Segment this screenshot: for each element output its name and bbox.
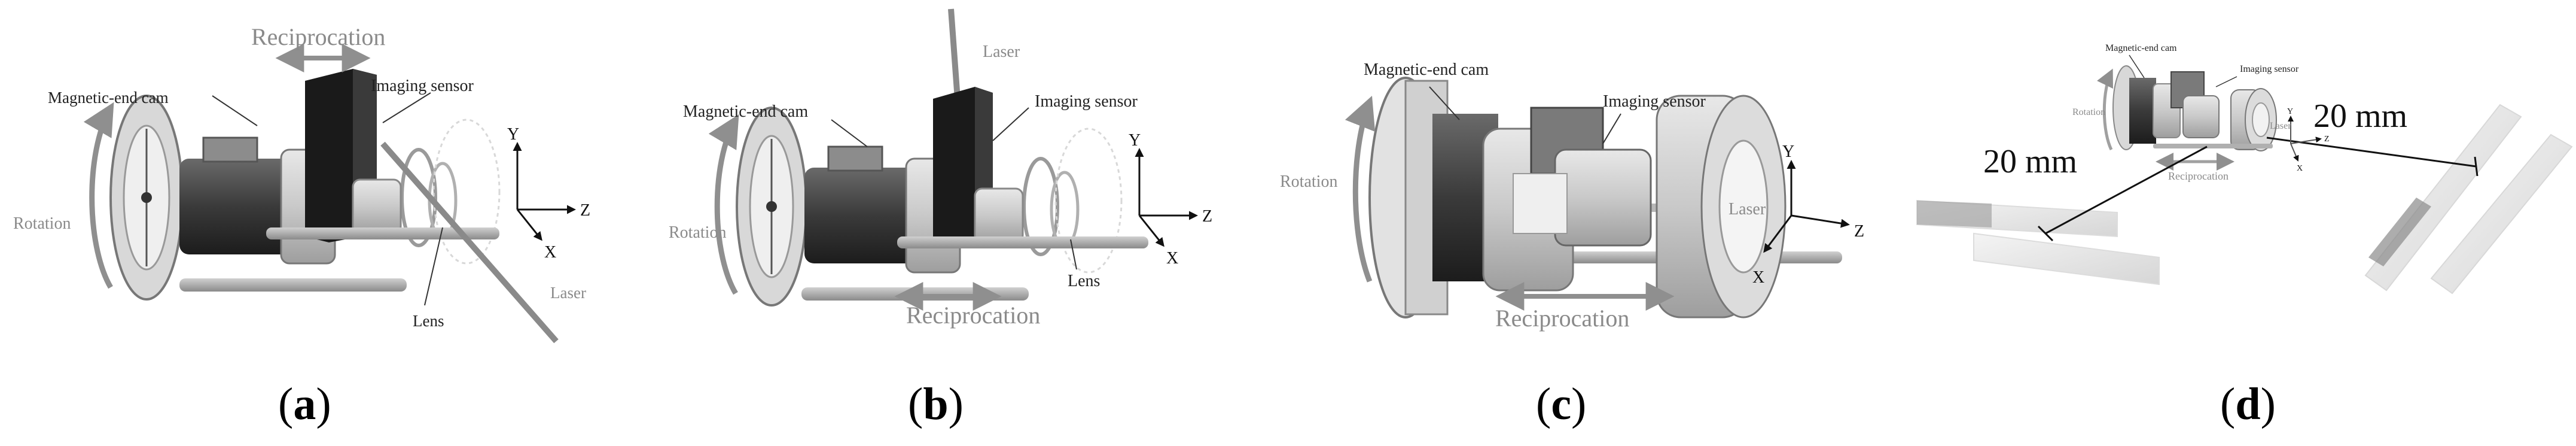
- label-sensor-a: Imaging sensor: [371, 77, 474, 95]
- panel-b: Laser Magnetic-end cam Imaging sensor Ro…: [669, 8, 1212, 429]
- mechanism-drawing-a: [83, 44, 576, 344]
- label-cam-b: Magnetic-end cam: [683, 102, 808, 121]
- label-cam-d: Magnetic-end cam: [2105, 43, 2177, 53]
- axis-z-label-d: Z: [2324, 135, 2330, 144]
- mechanism-drawing-c: [1345, 77, 1850, 318]
- axis-z-label-a: Z: [580, 201, 590, 220]
- axis-x-label-c: X: [1752, 268, 1764, 287]
- caption-c: (c): [1536, 379, 1586, 429]
- label-lens-b: Lens: [1068, 272, 1100, 290]
- axis-z-label-c: Z: [1854, 222, 1864, 241]
- label-cam-a: Magnetic-end cam: [48, 89, 169, 107]
- axis-y-label-a: Y: [507, 125, 519, 144]
- label-cam-c: Magnetic-end cam: [1364, 60, 1489, 79]
- caption-letter-b: b: [923, 379, 948, 429]
- caption-a: (a): [278, 379, 331, 429]
- caption-b: (b): [908, 379, 964, 429]
- label-laser-b: Laser: [983, 43, 1020, 61]
- panel-c: Magnetic-end cam Imaging sensor Rotation…: [1280, 60, 1864, 429]
- caption-letter-c: c: [1551, 379, 1571, 429]
- axis-x-label-a: X: [544, 243, 556, 262]
- axis-y-label-d: Y: [2287, 107, 2293, 116]
- label-sensor-c: Imaging sensor: [1603, 92, 1706, 111]
- label-laser-d: Laser: [2270, 121, 2291, 131]
- label-reciprocation-c: Reciprocation: [1495, 305, 1629, 332]
- label-dimension-right-d: 20 mm: [2313, 98, 2407, 135]
- label-rotation-d: Rotation: [2072, 107, 2105, 117]
- mechanism-drawing-d: [1916, 54, 2573, 295]
- label-reciprocation-a: Reciprocation: [251, 23, 385, 50]
- label-sensor-d: Imaging sensor: [2240, 64, 2299, 74]
- label-laser-a: Laser: [550, 284, 586, 302]
- panel-d: Magnetic-end cam Imaging sensor Rotation…: [1916, 43, 2573, 429]
- axis-x-label-b: X: [1166, 249, 1178, 268]
- label-sensor-b: Imaging sensor: [1035, 92, 1138, 111]
- caption-letter-a: a: [293, 379, 316, 429]
- caption-letter-d: d: [2235, 379, 2260, 429]
- label-reciprocation-b: Reciprocation: [906, 302, 1040, 329]
- label-dimension-left-d: 20 mm: [1983, 143, 2077, 180]
- axis-y-label-c: Y: [1782, 142, 1794, 161]
- label-reciprocation-d: Reciprocation: [2168, 170, 2229, 182]
- axis-z-label-b: Z: [1202, 207, 1212, 226]
- caption-d: (d): [2220, 379, 2276, 429]
- label-laser-c: Laser: [1728, 200, 1766, 219]
- mechanism-drawing-b: [708, 8, 1198, 311]
- axis-x-label-d: X: [2297, 164, 2303, 173]
- axis-y-label-b: Y: [1129, 131, 1141, 150]
- panel-a: Magnetic-end cam Reciprocation Imaging s…: [13, 23, 590, 429]
- label-rotation-a: Rotation: [13, 214, 71, 233]
- label-lens-a: Lens: [413, 312, 444, 330]
- label-rotation-c: Rotation: [1280, 172, 1337, 191]
- label-rotation-b: Rotation: [669, 223, 726, 242]
